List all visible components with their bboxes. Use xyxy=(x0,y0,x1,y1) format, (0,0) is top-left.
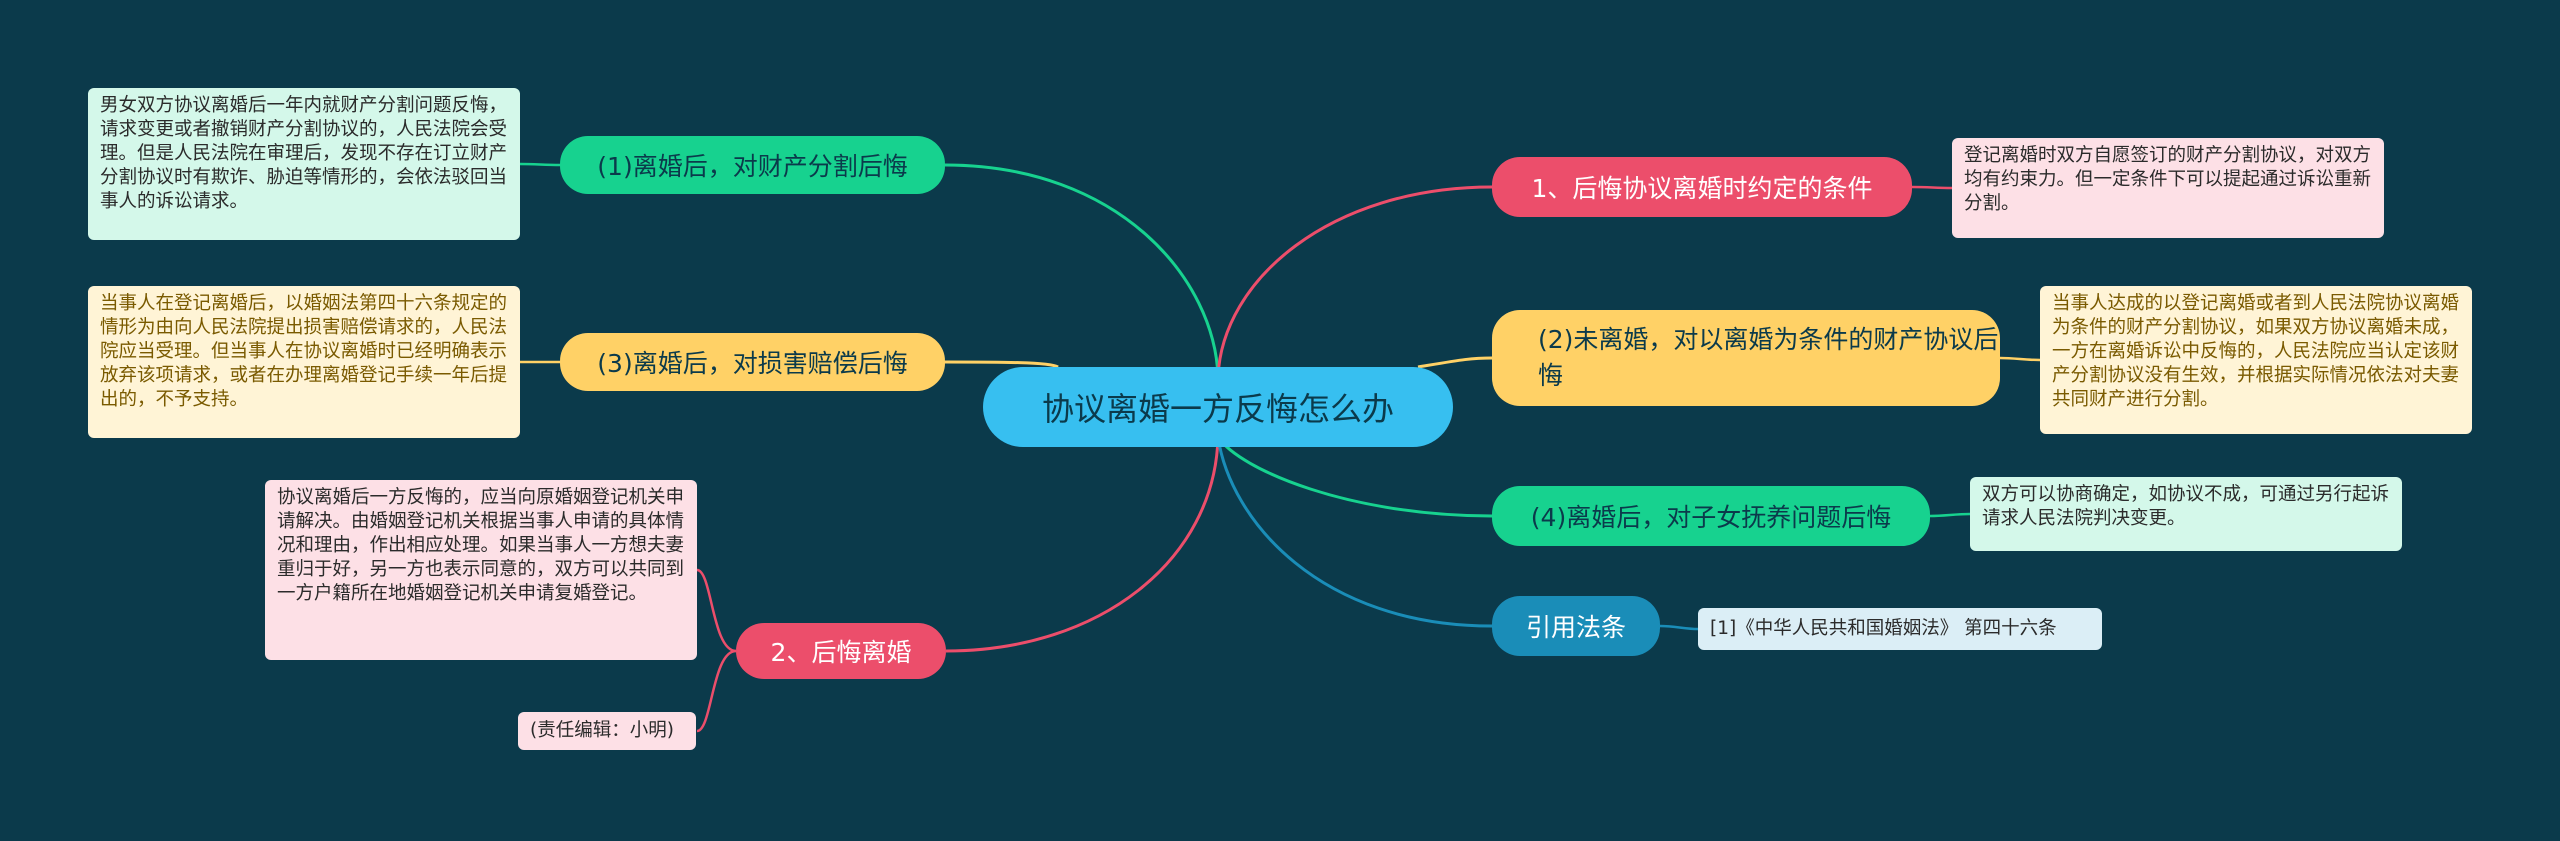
link-root-b6 xyxy=(1216,436,1493,518)
branch-cited-law[interactable]: 引用法条 xyxy=(1492,596,1660,656)
link-b6-leaf xyxy=(1929,512,1971,518)
leaf-property-division-detail: 男女双方协议离婚后一年内就财产分割问题反悔，请求变更或者撤销财产分割协议的，人民… xyxy=(88,88,520,240)
leaf-child-custody-detail: 双方可以协商确定，如协议不成，可通过另行起诉请求人民法院判决变更。 xyxy=(1970,477,2402,551)
branch-damages-regret[interactable]: (3)离婚后，对损害赔偿后悔 xyxy=(560,333,945,391)
link-root-b7 xyxy=(1216,436,1493,628)
leaf-editor-note: (责任编辑：小明) xyxy=(518,712,696,750)
branch-child-custody-regret[interactable]: (4)离婚后，对子女抚养问题后悔 xyxy=(1492,486,1930,546)
leaf-not-divorced-detail: 当事人达成的以登记离婚或者到人民法院协议离婚为条件的财产分割协议，如果双方协议离… xyxy=(2040,286,2472,434)
link-root-b5 xyxy=(1417,356,1493,369)
root-topic[interactable]: 协议离婚一方反悔怎么办 xyxy=(983,367,1453,447)
link-root-b4 xyxy=(1216,185,1493,378)
leaf-agreement-conditions-detail: 登记离婚时双方自愿签订的财产分割协议，对双方均有约束力。但一定条件下可以提起通过… xyxy=(1952,138,2384,238)
leaf-damages-detail: 当事人在登记离婚后，以婚姻法第四十六条规定的情形为由向人民法院提出损害赔偿请求的… xyxy=(88,286,520,438)
link-root-b2 xyxy=(944,360,1059,369)
link-root-b1 xyxy=(944,163,1220,378)
link-b7-leaf xyxy=(1659,624,1699,631)
leaf-regret-divorce-detail: 协议离婚后一方反悔的，应当向原婚姻登记机关申请解决。由婚姻登记机关根据当事人申请… xyxy=(265,480,697,660)
link-b4-leaf xyxy=(1911,185,1953,190)
link-b3-leaf1 xyxy=(696,568,737,653)
branch-property-division-regret[interactable]: (1)离婚后，对财产分割后悔 xyxy=(560,136,945,194)
branch-regret-divorce[interactable]: 2、后悔离婚 xyxy=(736,623,946,679)
branch-regret-agreement-conditions[interactable]: 1、后悔协议离婚时约定的条件 xyxy=(1492,157,1912,217)
link-b1-leaf xyxy=(519,162,561,167)
branch-not-divorced-property-agreement[interactable]: (2)未离婚，对以离婚为条件的财产协议后悔 xyxy=(1492,310,2000,406)
link-b5-leaf xyxy=(1999,356,2041,362)
link-root-b3 xyxy=(945,436,1220,653)
leaf-cited-law-detail: [1]《中华人民共和国婚姻法》 第四十六条 xyxy=(1698,608,2102,650)
link-b3-leaf2 xyxy=(696,649,737,733)
